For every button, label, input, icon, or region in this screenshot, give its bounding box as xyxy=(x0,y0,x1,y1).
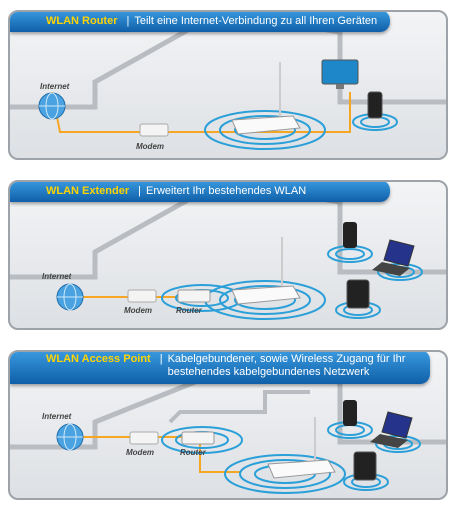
mode-title: WLAN Extender xyxy=(46,185,130,197)
laptop-icon xyxy=(372,239,415,276)
label-modem: Modem xyxy=(136,142,164,151)
panel-wlan-access-point: WLAN Access Point | Kabelgebundener, sow… xyxy=(8,350,448,500)
mode-description-line1: Kabelgebundener, sowie Wireless Zugang f… xyxy=(167,353,406,365)
router-icon xyxy=(177,289,211,303)
tablet-icon xyxy=(353,451,377,481)
label-internet: Internet xyxy=(40,82,70,91)
mode-title: WLAN Router xyxy=(46,15,118,27)
panel-wlan-extender: WLAN Extender | Erweitert Ihr bestehende… xyxy=(8,180,448,330)
globe-icon xyxy=(56,423,84,451)
cable-line xyxy=(51,91,351,133)
modem-icon xyxy=(127,289,157,303)
label-internet: Internet xyxy=(42,412,72,421)
mode-description: Kabelgebundener, sowie Wireless Zugang f… xyxy=(168,353,406,379)
router-icon xyxy=(181,431,215,445)
wlan-device-icon xyxy=(267,417,336,479)
separator: | xyxy=(138,185,141,197)
label-internet: Internet xyxy=(42,272,72,281)
label-router: Router xyxy=(176,306,202,315)
mode-description: Teilt eine Internet-Verbindung zu all Ih… xyxy=(134,15,378,27)
laptop-icon xyxy=(370,411,413,448)
mode-description: Erweitert Ihr bestehendes WLAN xyxy=(145,185,307,197)
phone-icon xyxy=(367,91,383,119)
separator: | xyxy=(126,15,130,27)
label-router: Router xyxy=(180,448,206,457)
modem-icon xyxy=(129,431,159,445)
scene-router xyxy=(10,12,446,150)
mode-description-line2: bestehendes kabelgebundenes Netzwerk xyxy=(167,366,370,378)
banner-access-point: WLAN Access Point | Kabelgebundener, sow… xyxy=(10,352,430,384)
phone-icon xyxy=(343,400,357,426)
stair-outline xyxy=(168,390,310,424)
wlan-device-icon xyxy=(231,62,301,135)
banner-extender: WLAN Extender | Erweitert Ihr bestehende… xyxy=(10,182,390,202)
label-modem: Modem xyxy=(124,306,152,315)
globe-icon xyxy=(56,283,84,311)
globe-icon xyxy=(38,92,66,120)
house-outline xyxy=(10,182,446,280)
banner-router: WLAN Router | Teilt eine Internet-Verbin… xyxy=(10,12,390,32)
separator: | xyxy=(159,353,163,365)
monitor-icon xyxy=(321,59,359,89)
modem-icon xyxy=(139,123,169,137)
label-modem: Modem xyxy=(126,448,154,457)
wlan-device-icon xyxy=(231,237,301,305)
mode-title: WLAN Access Point xyxy=(46,353,151,365)
panel-wlan-router: WLAN Router | Teilt eine Internet-Verbin… xyxy=(8,10,448,160)
house-outline xyxy=(10,12,446,110)
phone-icon xyxy=(343,222,357,248)
tablet-icon xyxy=(346,279,370,309)
scene-extender xyxy=(10,182,446,320)
